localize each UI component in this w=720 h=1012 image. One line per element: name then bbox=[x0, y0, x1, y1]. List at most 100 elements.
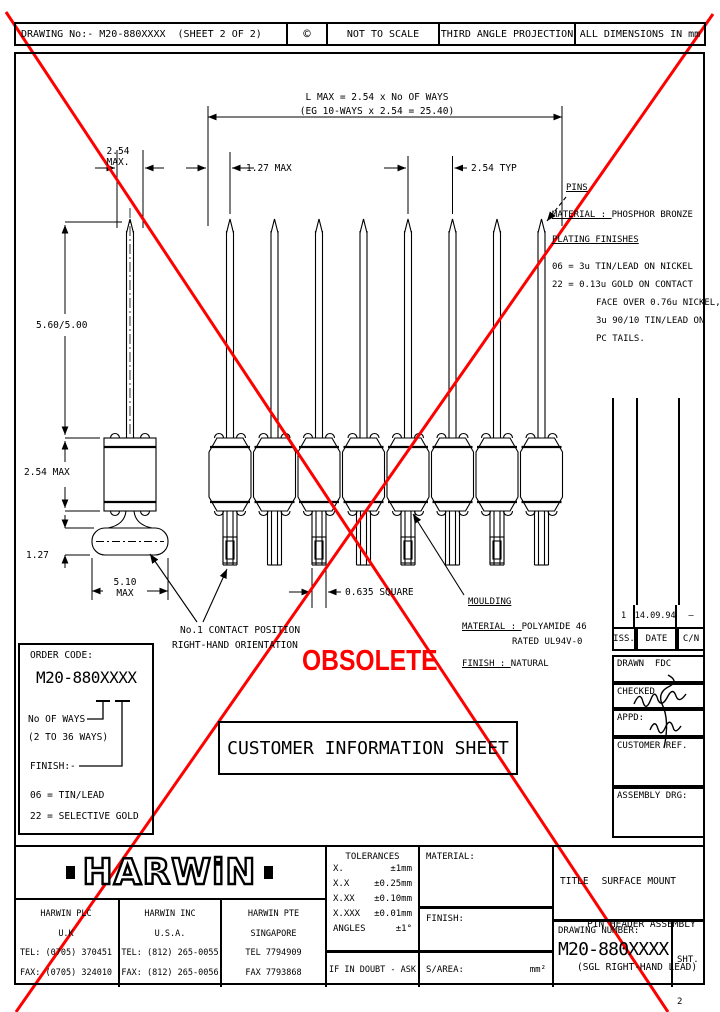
sarea-label: S/AREA: bbox=[426, 965, 464, 975]
sheet-label: SHT. bbox=[677, 955, 699, 965]
pins-note-title: PINS bbox=[566, 183, 588, 193]
pins-material-value: PHOSPHOR BRONZE bbox=[611, 210, 693, 220]
contact-detail-squares bbox=[222, 536, 505, 564]
appd-box: APPD: bbox=[612, 709, 705, 737]
order-ways-label: No OF WAYS bbox=[28, 714, 86, 725]
moulding-material-note: MATERIAL : POLYAMIDE 46 bbox=[462, 622, 587, 633]
drawing-number-cell: DRAWING NUMBER: M20-880XXXX bbox=[554, 922, 673, 987]
order-finish-06: 06 = TIN/LEAD bbox=[30, 790, 105, 801]
plating-06-note: 06 = 3u TIN/LEAD ON NICKEL bbox=[552, 262, 693, 272]
moulding-material-value: POLYAMIDE 46 bbox=[521, 622, 587, 632]
revision-header-date: DATE bbox=[636, 627, 677, 651]
tol-label-0: X. bbox=[333, 864, 344, 874]
revision-strip bbox=[612, 398, 705, 605]
drawing-number-value: M20-880XXXX bbox=[558, 939, 669, 960]
dim-pitch-end: 1.27 MAX bbox=[246, 163, 292, 174]
tol-value-1: ±0.25mm bbox=[374, 879, 412, 889]
obsolete-stamp: OBSOLETE bbox=[302, 645, 438, 677]
office-usa-tel: TEL: (812) 265-0055 bbox=[121, 948, 219, 959]
revision-strip-divider-1 bbox=[636, 398, 638, 605]
tol-value-4: ±1° bbox=[395, 924, 412, 934]
sarea-unit: mm² bbox=[529, 965, 546, 975]
contact-position-note-2: RIGHT-HAND ORIENTATION bbox=[172, 640, 298, 651]
office-uk-name: HARWIN PLC bbox=[40, 908, 92, 919]
dim-body-height: 2.54 MAX bbox=[24, 467, 70, 478]
office-usa-fax: FAX: (812) 265-0056 bbox=[121, 968, 219, 979]
projection-cell: THIRD ANGLE PROJECTION bbox=[440, 24, 576, 44]
moulding-material-label: MATERIAL : bbox=[462, 622, 522, 632]
office-usa: HARWIN INC U.S.A. TEL: (812) 265-0055 FA… bbox=[120, 900, 222, 987]
drawing-number-label: DRAWING NUMBER: bbox=[558, 926, 640, 936]
tolerances-cell: TOLERANCES X. ±1mm X.X ±0.25mm X.XX±0.10mm… bbox=[327, 847, 420, 953]
plating-22-note-c: 3u 90/10 TIN/LEAD ON bbox=[596, 316, 705, 326]
dim-pin-length: 5.60/5.00 bbox=[36, 320, 88, 331]
drawing-no-cell: DRAWING No:- M20-880XXXX (SHEET 2 OF 2) bbox=[16, 24, 288, 44]
title-line-1: SURFACE MOUNT bbox=[601, 876, 676, 887]
tolerances-title: TOLERANCES bbox=[345, 852, 400, 862]
order-code-title: ORDER CODE: bbox=[30, 650, 93, 661]
finish-cell: FINISH: bbox=[420, 909, 554, 953]
if-in-doubt-cell: IF IN DOUBT - ASK bbox=[327, 953, 420, 987]
harwin-logo-text: HARWiN bbox=[81, 851, 257, 893]
logo-left-block bbox=[65, 866, 75, 879]
assembly-drg-box: ASSEMBLY DRG: bbox=[612, 787, 705, 838]
front-view bbox=[207, 217, 564, 567]
order-code-leaders bbox=[79, 700, 130, 767]
office-singapore: HARWIN PTE SINGAPORE TEL 7794909 FAX 779… bbox=[222, 900, 327, 987]
office-sg-tel: TEL 7794909 bbox=[245, 948, 302, 959]
units-cell: ALL DIMENSIONS IN mm bbox=[579, 28, 701, 40]
dim-lmax-line2: (EG 10-WAYS x 2.54 = 25.40) bbox=[299, 106, 455, 117]
revision-strip-divider-2 bbox=[678, 398, 680, 605]
order-finish-label: FINISH:- bbox=[30, 761, 76, 772]
leader-lines bbox=[149, 196, 567, 623]
tol-label-2: X.XX bbox=[333, 894, 355, 904]
sheet-number: 2 bbox=[677, 997, 683, 1007]
checked-box: CHECKED bbox=[612, 683, 705, 709]
plating-22-note-d: PC TAILS. bbox=[596, 334, 645, 344]
tolerance-row: X.XXX±0.01mm bbox=[327, 907, 418, 922]
contact-position-note-1: No.1 CONTACT POSITION bbox=[180, 625, 301, 636]
revision-row-iss: 1 bbox=[614, 605, 636, 627]
order-finish-22: 22 = SELECTIVE GOLD bbox=[30, 811, 139, 822]
tol-value-0: ±1mm bbox=[390, 864, 412, 874]
revision-header-iss: ISS. bbox=[612, 627, 636, 651]
dim-pin-width-l2: MAX. bbox=[106, 157, 130, 168]
dim-pin-square: 0.635 SQUARE bbox=[345, 587, 414, 598]
signature-scribbles bbox=[633, 674, 687, 749]
customer-ref-box: CUSTOMER REF. bbox=[612, 737, 705, 787]
side-view bbox=[91, 208, 169, 556]
tol-label-3: X.XXX bbox=[333, 909, 361, 919]
title-label: TITLE bbox=[560, 876, 589, 887]
revision-row-cn: — bbox=[688, 611, 694, 621]
tolerance-row: X.XX±0.10mm bbox=[327, 892, 418, 907]
customer-information-sheet-text: CUSTOMER INFORMATION SHEET bbox=[227, 737, 509, 759]
harwin-logo: HARWiN bbox=[14, 847, 327, 900]
plating-finishes-title: PLATING FINISHES bbox=[552, 235, 639, 245]
tol-label-1: X.X bbox=[333, 879, 350, 889]
office-uk-tel: TEL: (0705) 370451 bbox=[19, 948, 113, 959]
logo-right-block bbox=[264, 866, 274, 879]
dim-foot-width-l1: 5.10 bbox=[113, 577, 137, 588]
moulding-finish-note: FINISH : NATURAL bbox=[462, 659, 549, 670]
office-usa-name: HARWIN INC bbox=[144, 908, 196, 919]
title-row-3: (SGL RIGHT-HAND LEAD) bbox=[577, 962, 698, 973]
dim-foot-width-l2: MAX bbox=[116, 588, 134, 599]
sheet-cell: SHT. 2 OF 2 bbox=[673, 922, 705, 1007]
not-to-scale-cell: NOT TO SCALE bbox=[328, 24, 440, 44]
moulding-rated-note: RATED UL94V-0 bbox=[512, 637, 583, 647]
customer-information-sheet-box: CUSTOMER INFORMATION SHEET bbox=[218, 721, 518, 775]
tolerance-row: ANGLES ±1° bbox=[327, 922, 418, 937]
tol-label-4: ANGLES bbox=[333, 924, 366, 934]
title-row-1: TITLE SURFACE MOUNT bbox=[554, 876, 705, 887]
revision-row-1: 1 14.09.94 — bbox=[612, 605, 705, 627]
title-block: HARWiN HARWIN PLC U.K TEL: (0705) 370451… bbox=[14, 845, 705, 1007]
dim-pin-width-l1: 2.54 bbox=[106, 146, 130, 157]
pins-material-label: MATERIAL : bbox=[552, 210, 612, 220]
office-sg-fax: FAX 7793868 bbox=[245, 968, 302, 979]
tolerance-row: X. ±1mm bbox=[327, 862, 418, 877]
moulding-finish-label: FINISH : bbox=[462, 659, 511, 669]
sarea-cell: S/AREA: mm² bbox=[420, 953, 554, 987]
order-code-value: M20-880XXXX bbox=[36, 668, 137, 687]
